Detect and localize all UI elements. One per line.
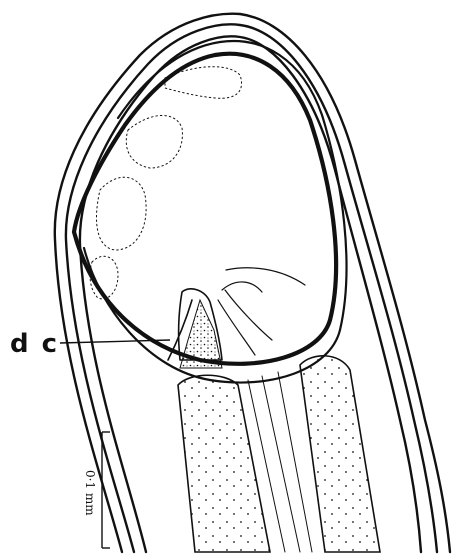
- lower-tissue-columns: [178, 356, 380, 552]
- internal-membranes: [218, 268, 305, 355]
- dorsal-cone: [168, 289, 222, 368]
- dotted-lobes: [90, 67, 242, 299]
- scale-bar: 0·1 mm: [83, 432, 110, 548]
- dc-label: d c: [10, 329, 59, 359]
- scale-label: 0·1 mm: [83, 470, 97, 516]
